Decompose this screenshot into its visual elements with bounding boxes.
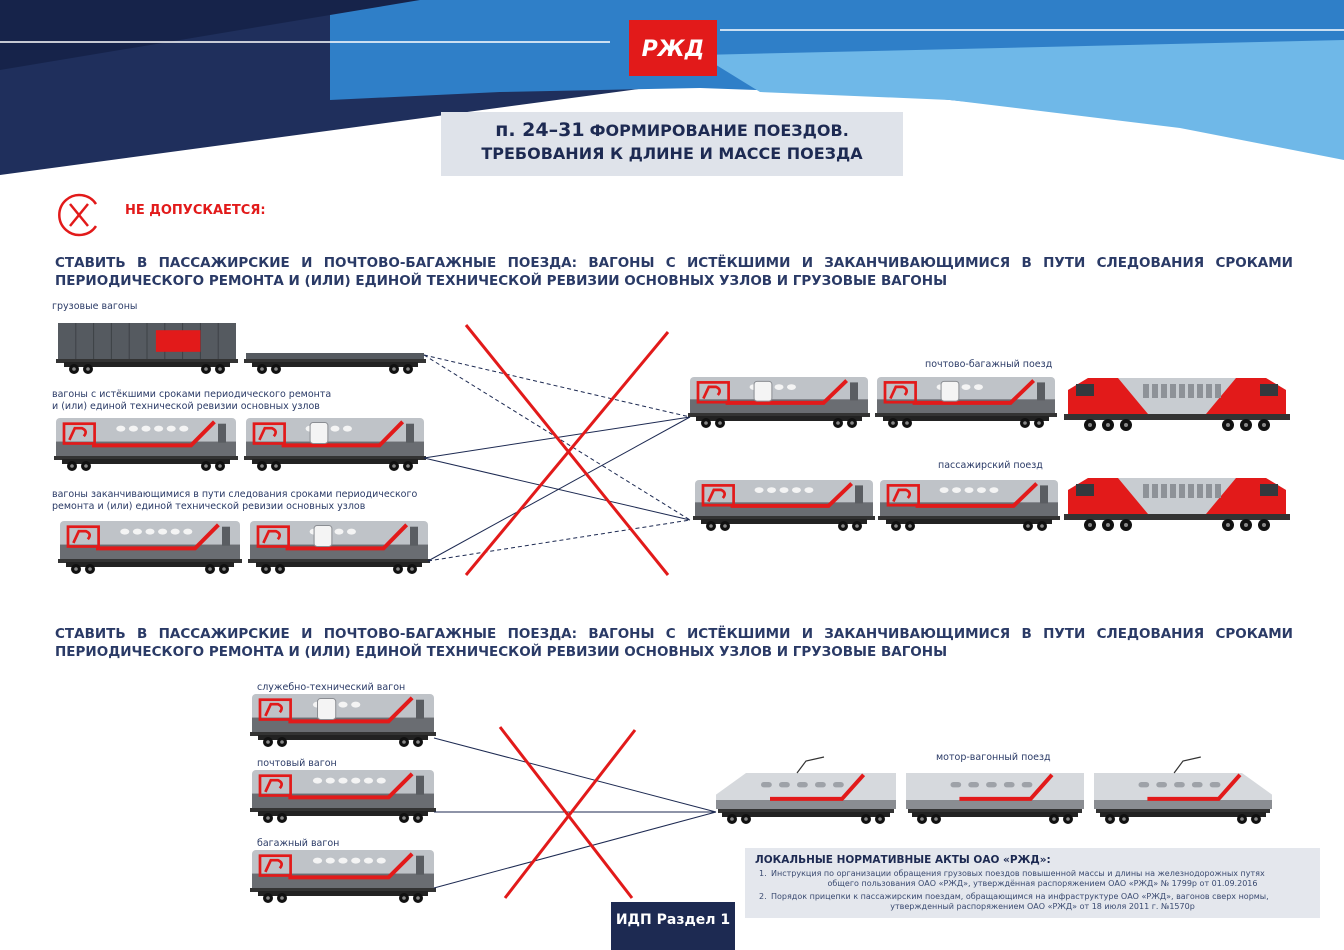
caption-expiring-2: ремонта и (или) единой технической ревиз…	[52, 501, 366, 512]
emu-car	[1094, 756, 1272, 824]
passenger-car	[58, 521, 242, 574]
caption-baggage-car: багажный вагон	[257, 838, 340, 849]
svg-text:РЖД: РЖД	[642, 37, 705, 62]
forbidden-cross	[464, 331, 670, 576]
passenger-car	[244, 418, 426, 471]
caption-motor-train: мотор-вагонный поезд	[936, 752, 1051, 763]
passenger-car	[250, 850, 436, 903]
passenger-car	[248, 521, 430, 574]
section1-text: СТАВИТЬ В ПАССАЖИРСКИЕ И ПОЧТОВО-БАГАЖНЫ…	[55, 255, 1293, 289]
passenger-car	[688, 377, 870, 428]
passenger-car	[54, 418, 238, 471]
title-number: п. 24–31	[495, 119, 585, 141]
connector-line	[433, 811, 717, 889]
freight-gondola-car	[56, 323, 238, 374]
connector-line	[427, 519, 691, 562]
cross-circle-icon	[58, 193, 98, 237]
forbidden-cross	[503, 729, 637, 899]
regulations-box: ЛОКАЛЬНЫЕ НОРМАТИВНЫЕ АКТЫ ОАО «РЖД»: 1.…	[745, 848, 1320, 918]
forbidden-cross	[498, 726, 634, 899]
connector-line	[423, 457, 691, 521]
forbidden-label: НЕ ДОПУСКАЕТСЯ:	[125, 203, 266, 218]
caption-mail-train: почтово-багажный поезд	[925, 359, 1053, 370]
passenger-car	[250, 770, 436, 823]
passenger-car	[250, 694, 436, 747]
emu-car	[716, 756, 896, 824]
caption-freight: грузовые вагоны	[52, 301, 138, 312]
rzd-logo: РЖД	[629, 20, 717, 76]
section-badge: ИДП Раздел 1	[611, 902, 735, 950]
regulation-item: 1. Инструкция по организации обращения г…	[759, 869, 1265, 888]
flat-car	[244, 353, 426, 374]
caption-expired-2: и (или) единой технической ревизии основ…	[52, 401, 320, 412]
title-line2: ТРЕБОВАНИЯ К ДЛИНЕ И МАССЕ ПОЕЗДА	[481, 144, 863, 163]
emu-car	[906, 773, 1084, 824]
passenger-car	[693, 480, 875, 531]
caption-expiring-1: вагоны заканчивающимися в пути следовани…	[52, 489, 418, 500]
connector-line	[427, 416, 691, 562]
locomotive	[1064, 478, 1290, 531]
forbidden-cross	[464, 324, 670, 576]
regulation-item: 2. Порядок прицепки к пассажирским поезд…	[759, 892, 1269, 911]
connector-line	[423, 354, 691, 418]
passenger-car	[875, 377, 1057, 428]
locomotive	[1064, 378, 1290, 431]
caption-passenger-train: пассажирский поезд	[938, 460, 1043, 471]
caption-expired-1: вагоны с истёкшими сроками периодическог…	[52, 389, 332, 400]
section2-text: СТАВИТЬ В ПАССАЖИРСКИЕ И ПОЧТОВО-БАГАЖНЫ…	[55, 626, 1293, 660]
connector-line	[433, 737, 717, 813]
passenger-car	[878, 480, 1060, 531]
caption-postal-car: почтовый вагон	[257, 758, 337, 769]
title-line1: ФОРМИРОВАНИЕ ПОЕЗДОВ.	[589, 121, 849, 140]
caption-service-car: служебно-технический вагон	[257, 682, 406, 693]
title-box: п. 24–31 ФОРМИРОВАНИЕ ПОЕЗДОВ. ТРЕБОВАНИ…	[441, 112, 903, 176]
regulations-heading: ЛОКАЛЬНЫЕ НОРМАТИВНЫЕ АКТЫ ОАО «РЖД»:	[755, 854, 1051, 866]
